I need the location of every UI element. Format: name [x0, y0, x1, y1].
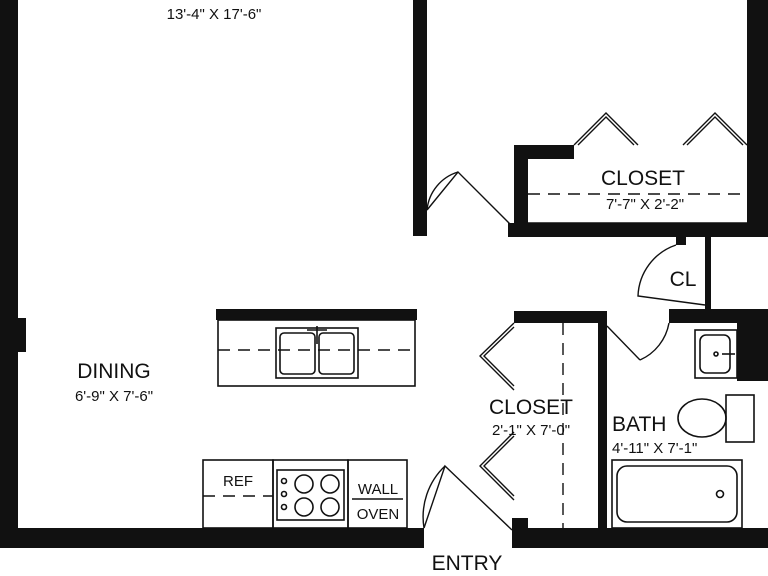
bath-door-leaf: [606, 325, 641, 361]
closet-top-bifold-2b: [686, 116, 744, 146]
burner-1: [294, 474, 314, 494]
kitchen-island: [217, 319, 416, 387]
doors: [422, 112, 748, 531]
wall-closet-mid-bottom-stub: [512, 518, 528, 532]
fixtures: [202, 193, 755, 529]
closet-mid-name: CLOSET: [489, 396, 573, 419]
labels: 13'-4" X 17'-6" CLOSET 7'-7" X 2'-2" CL …: [75, 6, 697, 575]
toilet-tank: [725, 394, 755, 443]
wall-closet-mid-top: [514, 311, 606, 323]
toilet-bowl: [677, 398, 727, 438]
wall-left-nub: [18, 318, 26, 352]
dining-name: DINING: [77, 360, 151, 383]
knob-3: [280, 503, 288, 511]
closet-top-name: CLOSET: [601, 167, 685, 190]
range-top: [276, 469, 345, 521]
ref-label: REF: [223, 473, 253, 490]
kitchen-island-counter: [216, 309, 417, 320]
bath-dims: 4'-11" X 7'-1": [612, 440, 697, 457]
wall-oven-label-1: WALL: [358, 481, 398, 498]
bath-name: BATH: [612, 413, 666, 436]
bath-door-swing: [639, 322, 670, 361]
burner-4: [320, 497, 340, 517]
closet-mid-bifold-2: [479, 431, 515, 501]
closet-mid-bifold-1b: [483, 326, 515, 387]
knob-1: [280, 477, 288, 485]
closet-top-bifold-2: [682, 112, 748, 146]
wall-right-bath: [737, 309, 768, 381]
wall-right-top: [747, 0, 768, 236]
entry-door-swing: [422, 465, 446, 529]
wall-mid-horizontal: [508, 223, 768, 237]
walls: [0, 0, 768, 548]
bathtub-drain: [715, 489, 725, 499]
wall-oven: [347, 459, 408, 529]
closet-mid-bifold-1: [479, 322, 515, 391]
burner-3: [294, 497, 314, 517]
knob-2: [280, 490, 288, 498]
closet-top-bifold-1: [573, 112, 639, 146]
closet-mid-bifold-2b: [483, 435, 515, 497]
wall-bottom-left: [0, 528, 424, 548]
living-room-dims: 13'-4" X 17'-6": [167, 6, 262, 23]
bath-drain: [713, 351, 719, 357]
wall-cl-right: [705, 237, 711, 311]
cl-name: CL: [670, 268, 697, 291]
dining-dims: 6'-9" X 7'-6": [75, 388, 153, 405]
bathtub-outer: [611, 459, 743, 529]
entry-label: ENTRY: [432, 552, 503, 575]
wall-bottom-right: [512, 528, 768, 548]
wall-cl-stub: [676, 237, 686, 245]
wall-bath-left: [598, 311, 607, 531]
bedroom-door-leaf: [426, 170, 511, 225]
refrigerator: [202, 459, 274, 529]
wall-oven-label-2: OVEN: [357, 506, 400, 523]
wall-bedroom-left: [413, 0, 427, 236]
wall-closet-top-left: [514, 145, 528, 237]
kitchen-sink-right: [318, 332, 355, 375]
bathtub-inner: [616, 465, 738, 523]
cl-door-swing: [637, 244, 706, 306]
burner-2: [320, 474, 340, 494]
bath-vanity: [694, 329, 738, 379]
closet-top-bifold-1b: [577, 116, 635, 146]
kitchen-sink-left: [279, 332, 316, 375]
wall-left-outer: [0, 0, 18, 548]
bedroom-door-swing: [426, 171, 459, 211]
closet-top-dims: 7'-7" X 2'-2": [606, 196, 684, 213]
wall-closet-top-cap: [514, 145, 574, 159]
closet-mid-dims: 2'-1" X 7'-0": [492, 422, 570, 439]
